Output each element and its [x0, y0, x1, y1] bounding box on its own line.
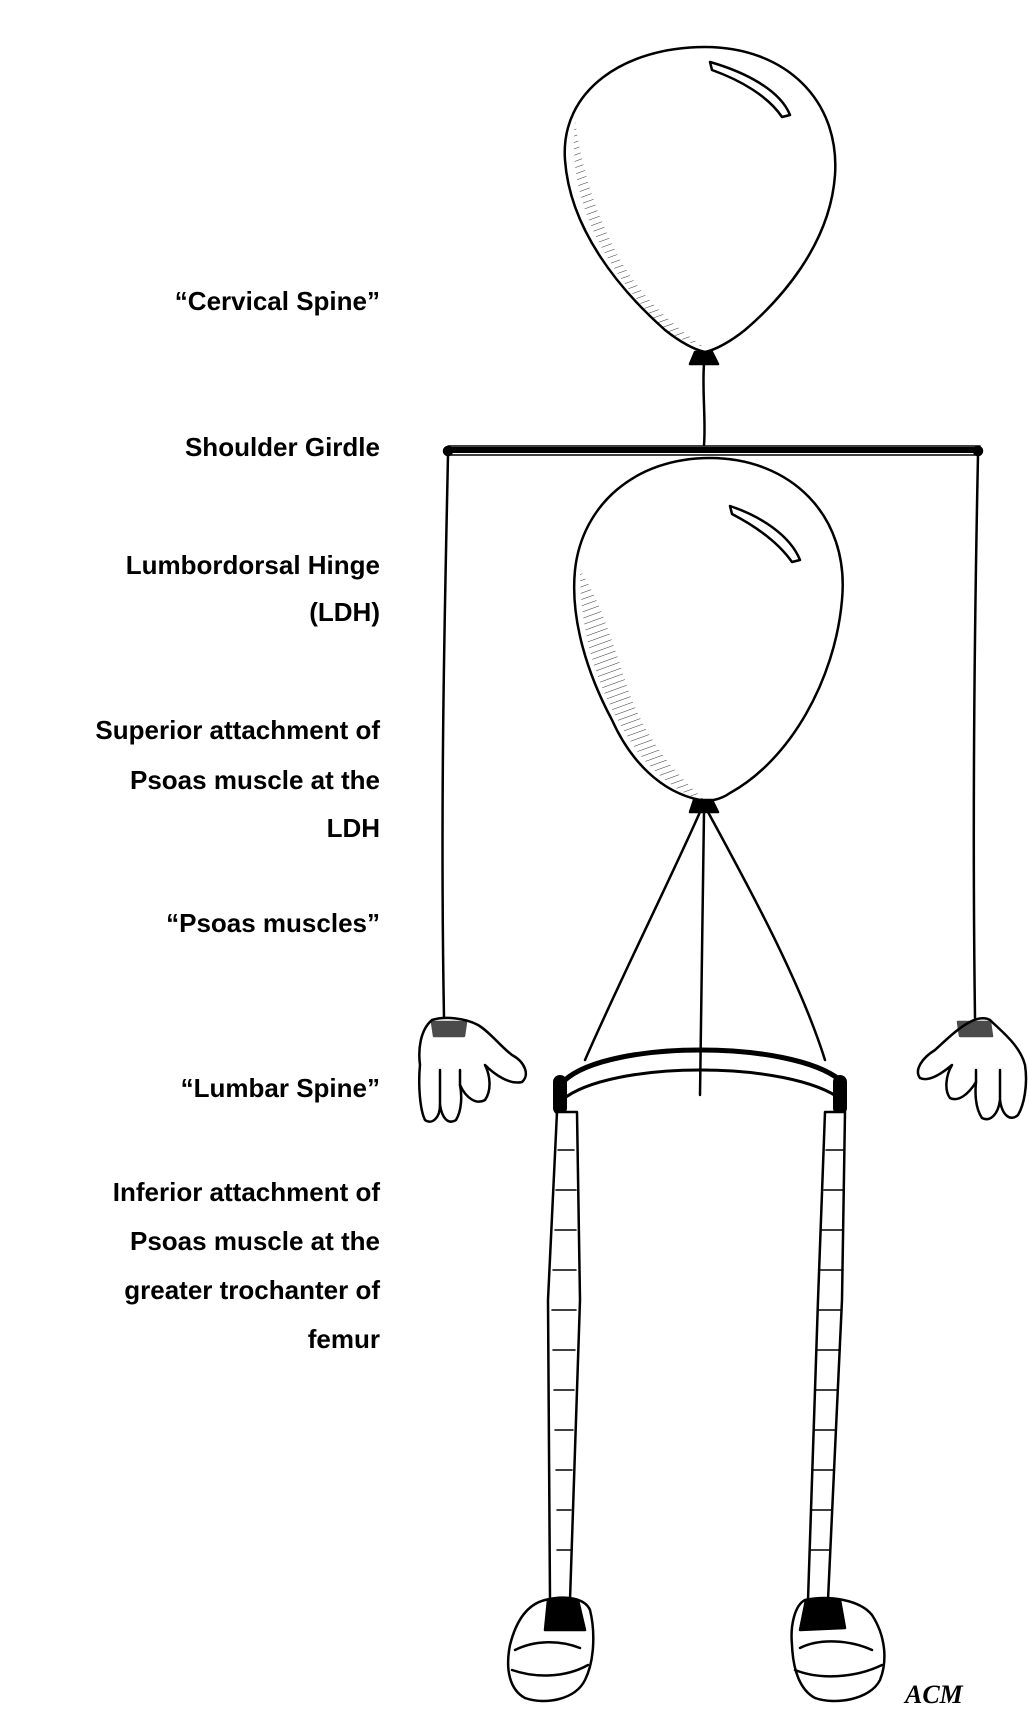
right-shoe	[792, 1598, 885, 1701]
artist-signature: ACM	[905, 1680, 963, 1710]
right-arm-string	[974, 455, 978, 1018]
head-balloon	[565, 47, 836, 364]
left-glove	[419, 1018, 526, 1122]
torso-balloon	[574, 458, 843, 812]
left-shoe	[508, 1598, 593, 1701]
shoulder-girdle-bar	[444, 446, 982, 455]
right-leg	[808, 1112, 845, 1600]
left-leg	[548, 1112, 580, 1600]
neck-string	[703, 364, 704, 445]
right-glove	[918, 1018, 1026, 1119]
left-arm-string	[443, 455, 448, 1018]
psoas-muscle-strings	[585, 812, 825, 1095]
